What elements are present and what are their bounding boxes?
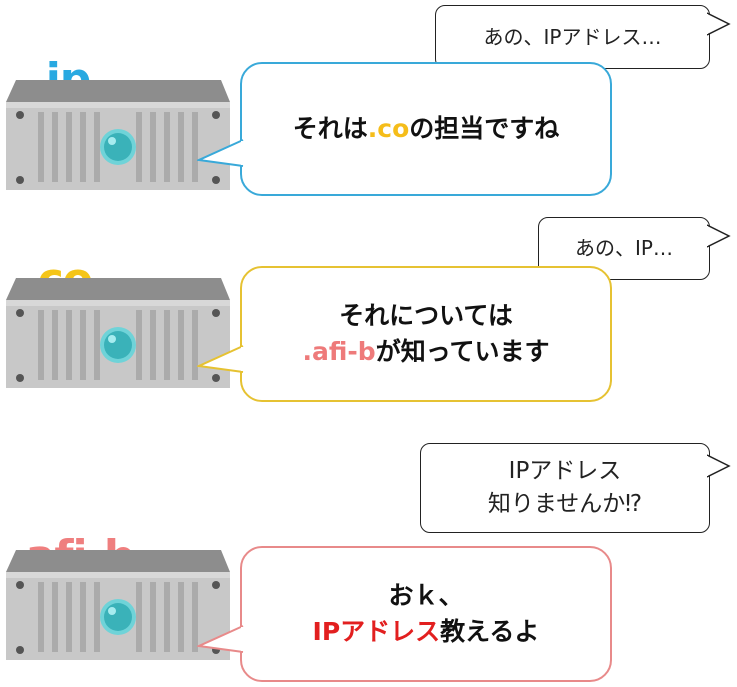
reply-suffix: 教えるよ bbox=[440, 617, 540, 646]
server-icon bbox=[6, 550, 230, 660]
question-text: あの、IP… bbox=[575, 236, 673, 260]
question-line2: 知りませんか⁉ bbox=[487, 491, 643, 517]
question-text: あの、IPアドレス… bbox=[483, 24, 662, 49]
reply-text: それは.coの担当ですね bbox=[293, 111, 560, 147]
server-icon bbox=[6, 278, 230, 388]
reply-bubble-jp: それは.coの担当ですね bbox=[197, 62, 612, 196]
reply-text: それについては .afi-bが知っています bbox=[303, 298, 550, 371]
reply-highlight: .afi-b bbox=[302, 337, 376, 366]
bubble-tail bbox=[197, 345, 245, 373]
question-line1: IPアドレス bbox=[508, 457, 622, 484]
server-icon bbox=[6, 80, 230, 190]
reply-bubble-afib: おｋ、 IPアドレス教えるよ bbox=[197, 546, 612, 682]
bubble-tail bbox=[197, 625, 245, 653]
bubble-tail bbox=[707, 12, 731, 36]
reply-prefix: それは bbox=[292, 113, 368, 143]
reply-suffix: の担当ですね bbox=[409, 113, 560, 143]
reply-line1: それについては bbox=[339, 300, 513, 330]
reply-bubble-co: それについては .afi-bが知っています bbox=[197, 266, 612, 402]
bubble-tail bbox=[707, 454, 731, 478]
question-bubble-jp: あの、IPアドレス… bbox=[435, 5, 731, 69]
reply-highlight: IPアドレス bbox=[312, 617, 441, 646]
question-bubble-afib: IPアドレス 知りませんか⁉ bbox=[420, 443, 731, 533]
bubble-tail bbox=[197, 139, 245, 167]
reply-line1: おｋ、 bbox=[388, 580, 464, 610]
reply-text: おｋ、 IPアドレス教えるよ bbox=[313, 578, 540, 651]
reply-suffix: が知っています bbox=[375, 337, 550, 366]
bubble-tail bbox=[707, 224, 731, 248]
reply-highlight: .co bbox=[367, 113, 410, 143]
